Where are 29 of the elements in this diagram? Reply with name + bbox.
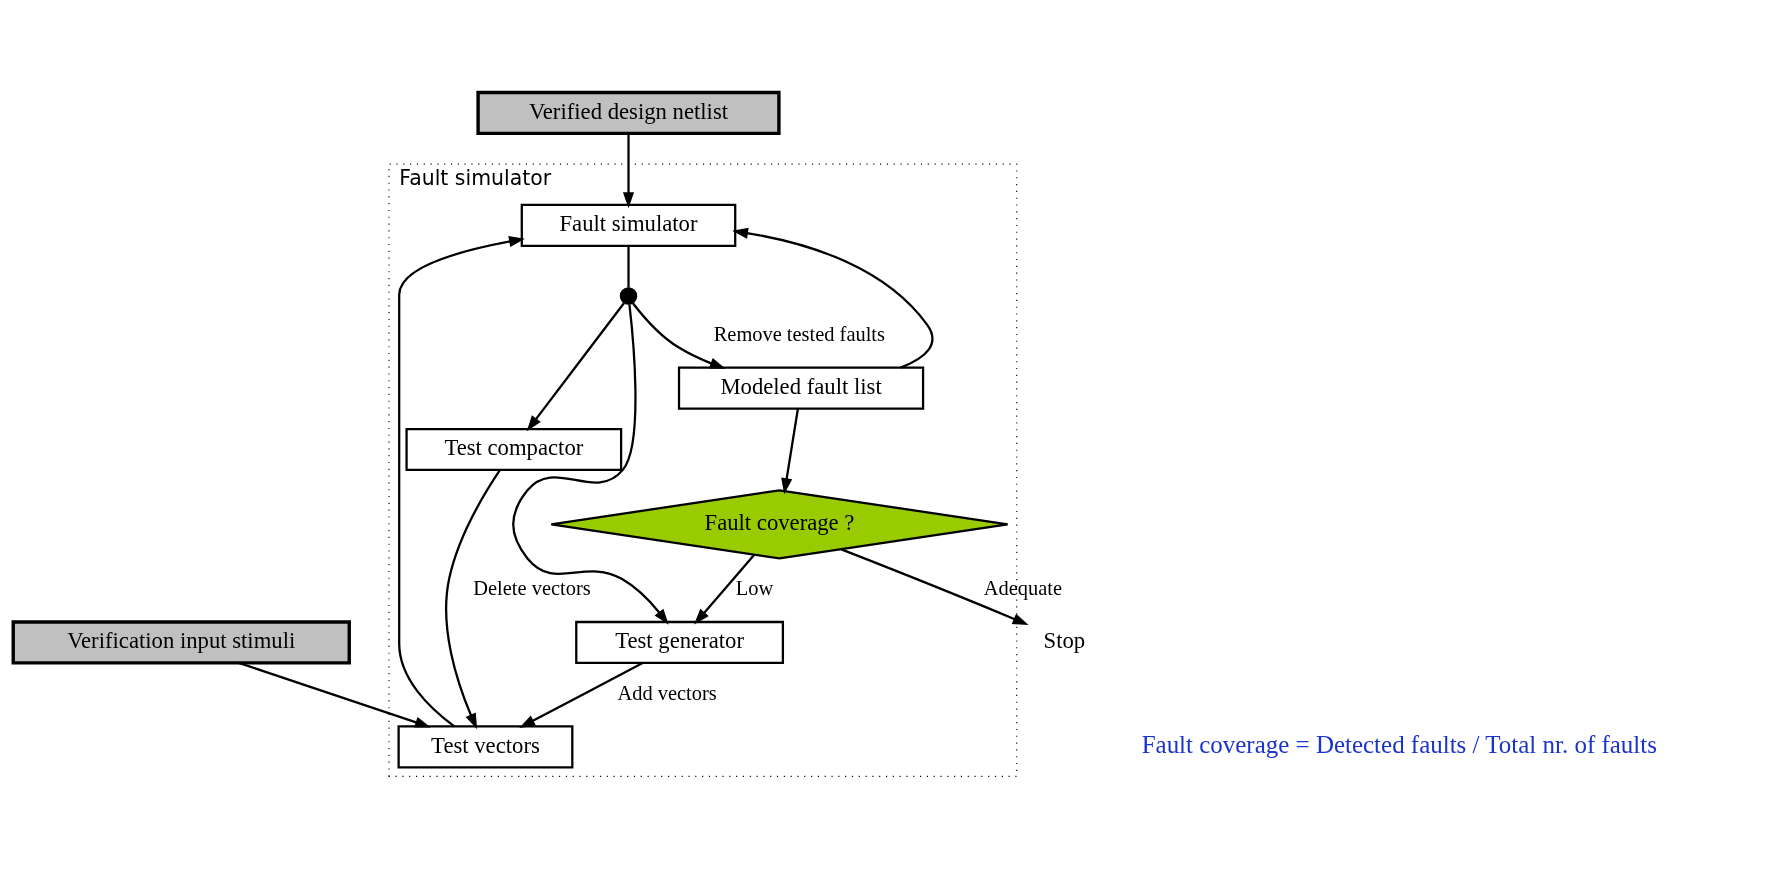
arrow [445, 469, 501, 730]
edge-label: Adequate [983, 577, 1063, 600]
arrow [840, 548, 1029, 626]
node-box: Test compactor [405, 427, 623, 471]
edge-label: Add vectors [617, 681, 717, 704]
node-circle [619, 287, 638, 305]
arrow [238, 661, 431, 728]
node-box: Verified design netlist [476, 90, 781, 136]
arrow [398, 236, 525, 728]
node-box: Test vectors [397, 725, 574, 769]
arrow [519, 662, 644, 728]
arrow [631, 302, 726, 369]
node-diamond: Fault coverage ? [550, 489, 1009, 560]
node-box: Verification input stimuli [11, 620, 351, 665]
connector [627, 245, 630, 288]
node-box: Modeled fault list [677, 366, 925, 410]
node-box: Test generator [575, 620, 785, 664]
edge-label: Remove tested faults [713, 322, 885, 345]
arrow [781, 408, 800, 495]
arrow [732, 227, 934, 369]
edge-label: Low [735, 577, 774, 600]
arrow [512, 304, 669, 625]
arrow [622, 133, 635, 209]
node-box: Fault simulator [520, 203, 737, 247]
label: Fault coverage = Detected faults / Total nr. of faults [1141, 731, 1657, 759]
edge-label: Delete vectors [473, 577, 591, 600]
arrow [694, 553, 756, 625]
node-text: Stop [1043, 628, 1086, 654]
arrow [526, 302, 625, 432]
